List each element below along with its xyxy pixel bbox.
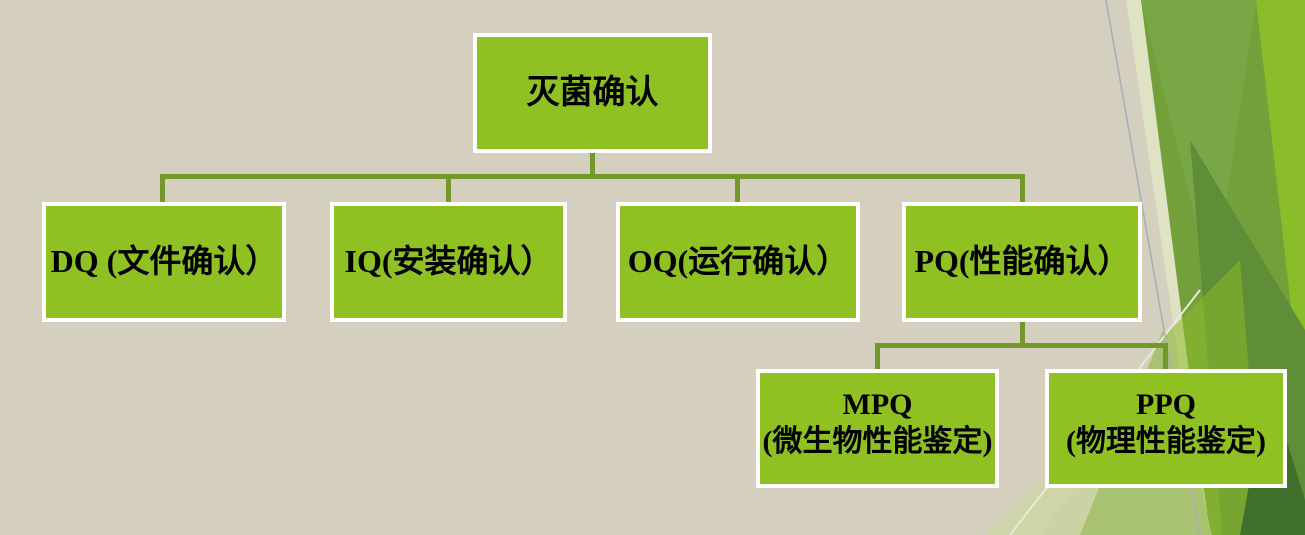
facet-light-top — [1141, 0, 1256, 290]
node-label-line2: (物理性能鉴定) — [1066, 424, 1266, 458]
node-label: 灭菌确认 — [526, 74, 659, 111]
connector-drop-oq — [735, 177, 740, 203]
node-label: PQ(性能确认） — [914, 243, 1130, 280]
node-label-line2: (微生物性能鉴定) — [762, 424, 993, 458]
node-pq: PQ(性能确认） — [902, 202, 1142, 322]
connector-level3-horizontal — [875, 343, 1168, 348]
node-oq: OQ(运行确认） — [616, 202, 860, 322]
connector-drop-mpq — [875, 346, 880, 370]
node-label-line1: PPQ — [1136, 387, 1196, 421]
node-label-line1: MPQ — [842, 387, 913, 421]
connector-drop-dq — [160, 177, 165, 203]
node-label: OQ(运行确认） — [627, 243, 849, 280]
node-mpq: MPQ (微生物性能鉴定) — [756, 369, 999, 488]
connector-root-vertical — [590, 151, 595, 177]
connector-drop-iq — [446, 177, 451, 203]
node-sterilization-confirmation: 灭菌确认 — [473, 33, 712, 153]
node-label: IQ(安装确认） — [344, 243, 553, 280]
connector-level2-horizontal — [160, 174, 1025, 179]
connector-pq-vertical — [1020, 320, 1025, 346]
node-iq: IQ(安装确认） — [330, 202, 567, 322]
node-dq: DQ (文件确认） — [42, 202, 286, 322]
connector-drop-pq — [1020, 177, 1025, 203]
node-ppq: PPQ (物理性能鉴定) — [1045, 369, 1287, 488]
node-label: DQ (文件确认） — [50, 243, 278, 280]
connector-drop-ppq — [1163, 346, 1168, 370]
